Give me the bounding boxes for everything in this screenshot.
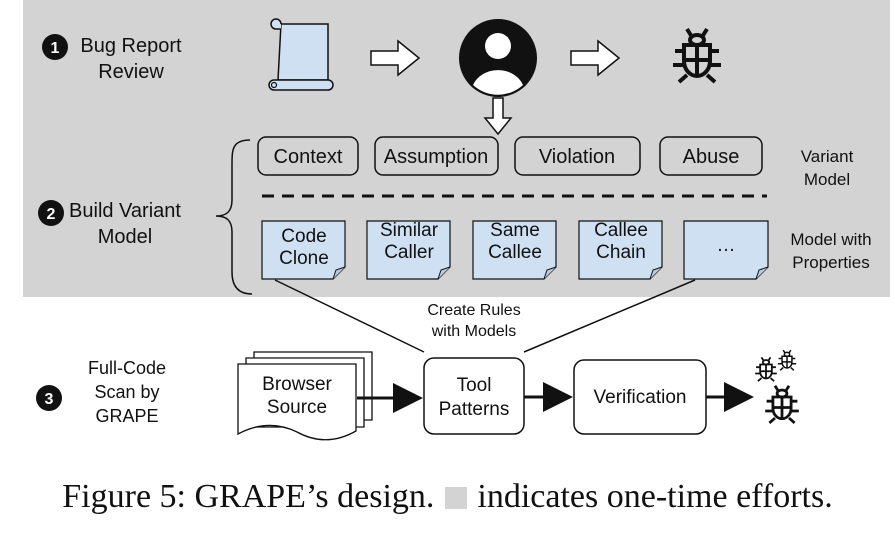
grape-design-diagram: 1 Bug Report Review 2 Build Variant Mode… [23, 0, 890, 441]
caption-system-name: GRAPE [194, 478, 306, 515]
caption-mid: ’s design. [305, 478, 443, 515]
property-similar-caller-line2: Caller [384, 242, 434, 263]
hollow-arrow-1 [370, 39, 421, 77]
step-3-label-line2: Scan by [94, 382, 159, 402]
properties-label-line2: Properties [792, 253, 869, 272]
figure-caption: Figure 5: GRAPE’s design. indicates one-… [0, 478, 895, 516]
property-more-ellipsis: … [717, 235, 736, 256]
property-doc-callee-chain: Callee Chain [578, 220, 663, 280]
property-doc-code-clone: Code Clone [261, 220, 346, 280]
browser-source-line1: Browser [262, 374, 332, 395]
tool-patterns-box [423, 357, 525, 435]
property-docs: Code Clone Similar Caller Same Callee Ca… [261, 220, 769, 280]
property-doc-same-callee: Same Callee [472, 220, 557, 280]
browser-source-docs: Browser Source [237, 351, 373, 441]
property-callee-chain-line2: Chain [596, 242, 646, 263]
variant-box-context [257, 136, 359, 176]
property-doc-similar-caller: Similar Caller [366, 220, 451, 280]
converge-line-right [523, 279, 696, 353]
step-1-number: 1 [51, 40, 60, 57]
step-1: 1 Bug Report Review [42, 34, 182, 83]
create-rules-label-line1: Create Rules [427, 302, 520, 319]
step-2-label-line1: Build Variant [69, 200, 181, 222]
step-2: 2 Build Variant Model [38, 200, 181, 248]
step-3-badge [36, 385, 62, 411]
browser-source-line2: Source [267, 397, 327, 418]
converge-line-left [274, 279, 425, 353]
bugs-cluster-icon [754, 349, 801, 425]
step-2-label-line2: Model [98, 226, 152, 248]
variant-box-assumption-label: Assumption [384, 146, 489, 168]
property-code-clone-line1: Code [281, 226, 326, 247]
property-same-callee-line1: Same [490, 220, 540, 241]
step-3-label-line1: Full-Code [88, 358, 166, 378]
property-code-clone-line2: Clone [279, 248, 329, 269]
step-1-label-line1: Bug Report [80, 35, 182, 57]
property-callee-chain-line1: Callee [594, 220, 648, 241]
create-rules-label-line2: with Models [431, 323, 516, 340]
step-3: 3 Full-Code Scan by GRAPE [36, 358, 166, 426]
variant-model-label-line1: Variant [801, 147, 854, 166]
caption-suffix: indicates one-time efforts. [468, 478, 833, 515]
hollow-arrow-2 [570, 39, 621, 77]
step-1-label-line2: Review [98, 61, 164, 83]
step-3-number: 3 [45, 391, 54, 408]
variant-model-boxes: Context Assumption Violation Abuse [257, 136, 763, 176]
variant-box-assumption [374, 136, 499, 176]
variant-box-context-label: Context [274, 146, 343, 168]
tool-patterns-line1: Tool [457, 375, 492, 396]
scroll-icon [268, 18, 334, 91]
variant-box-abuse [659, 136, 763, 176]
step-1-badge [42, 34, 68, 60]
properties-label-line1: Model with [790, 230, 871, 249]
step-2-number: 2 [47, 206, 56, 223]
shade-legend-swatch [444, 487, 467, 509]
variant-box-violation [514, 136, 641, 176]
property-same-callee-line2: Callee [488, 242, 542, 263]
hollow-arrow-down [483, 97, 513, 136]
step-3-label-line3: GRAPE [95, 406, 158, 426]
tool-patterns-line2: Patterns [439, 399, 510, 420]
variant-box-abuse-label: Abuse [683, 146, 740, 168]
caption-prefix: Figure 5: [62, 478, 195, 515]
property-similar-caller-line1: Similar [380, 220, 439, 241]
curly-brace [215, 139, 253, 295]
property-doc-more: … [683, 220, 769, 280]
variant-model-label-line2: Model [804, 170, 850, 189]
variant-box-violation-label: Violation [539, 146, 615, 168]
step-2-badge [38, 200, 64, 226]
verification-label: Verification [594, 387, 687, 408]
